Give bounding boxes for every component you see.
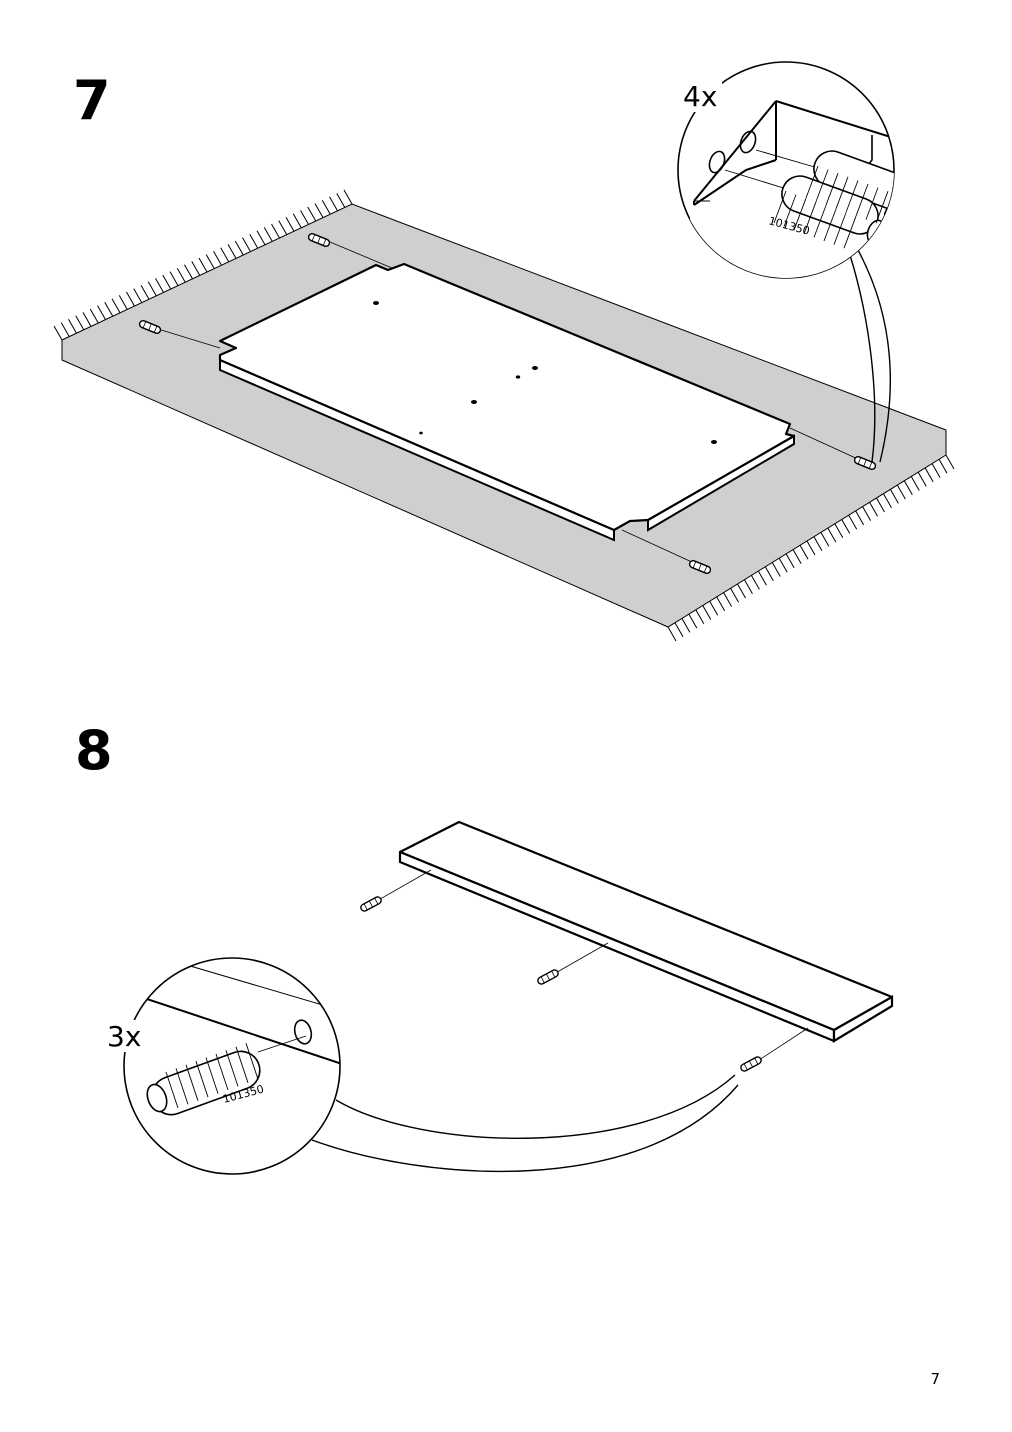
step-7-callout: 4x 101350	[677, 61, 895, 463]
rug-fringe-right	[667, 454, 955, 642]
step-8-illustration: 3x 101350	[104, 820, 894, 1175]
step-8-callout: 3x 101350	[104, 957, 739, 1175]
step-7-illustration: 4x 101350	[53, 61, 955, 642]
step-7-number: 7	[73, 69, 111, 132]
board-top	[398, 820, 894, 1032]
step-8-dowels	[358, 869, 809, 1073]
dowel-large-3	[146, 1050, 261, 1116]
step-8-quantity: 3x	[107, 1020, 141, 1053]
step-7-quantity: 4x	[683, 80, 717, 113]
step-7-dowels	[137, 231, 878, 576]
panel-top	[218, 262, 796, 532]
board-end-edge	[832, 995, 894, 1043]
panel-holes	[373, 301, 717, 444]
step-8-number: 8	[75, 719, 113, 782]
page-number: 7	[930, 1370, 940, 1388]
rug-fringe-left	[53, 189, 353, 341]
